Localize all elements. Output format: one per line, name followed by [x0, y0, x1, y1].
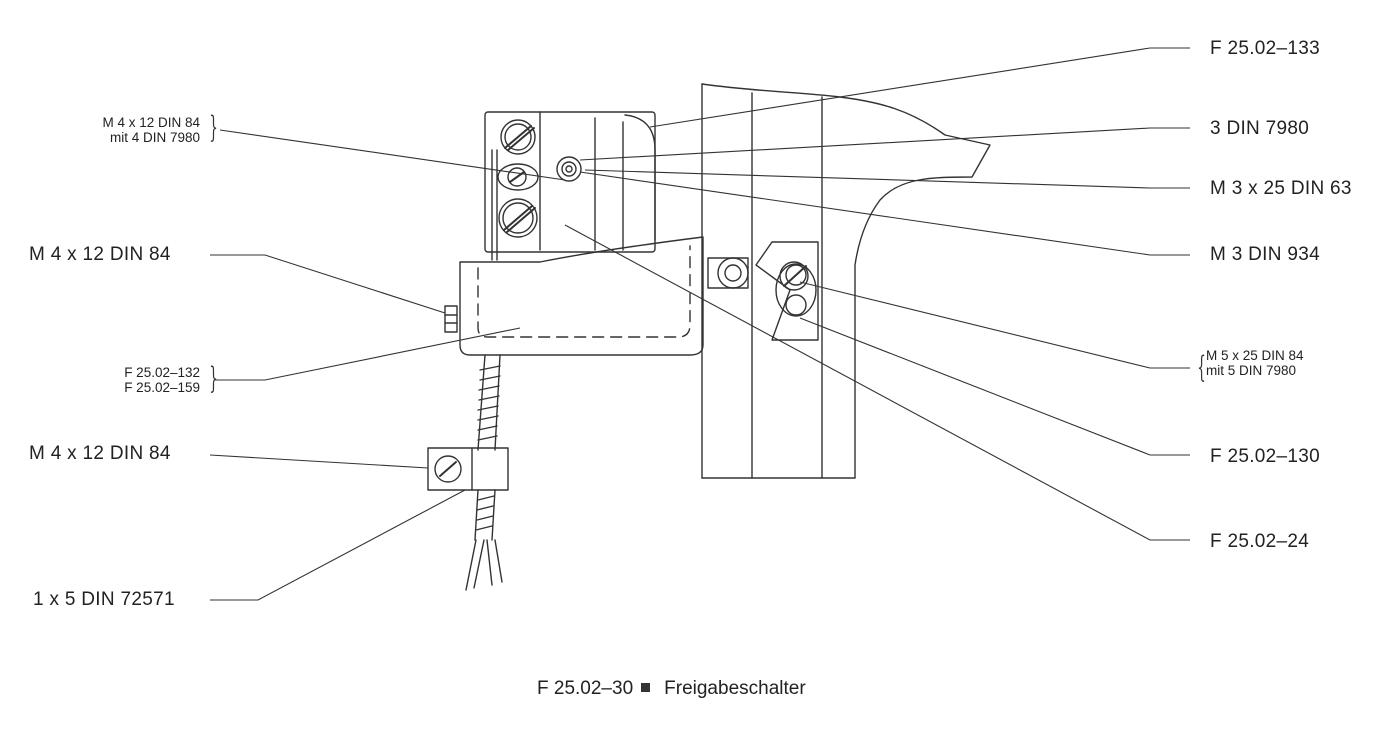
cable-clamp — [427, 447, 509, 491]
brace-right: { — [1197, 350, 1206, 385]
left-clip — [444, 305, 458, 333]
actuator-cover — [459, 236, 704, 356]
label-right-3: M 3 x 25 DIN 63 — [1210, 178, 1352, 199]
mounting-plate — [755, 241, 819, 341]
label-right-6: F 25.02–130 — [1210, 446, 1320, 467]
label-right-1: F 25.02–133 — [1210, 38, 1320, 59]
caption-title: Freigabeschalter — [664, 678, 806, 699]
caption-square-icon — [641, 683, 651, 692]
housing-screws — [497, 119, 539, 238]
small-screw — [556, 156, 582, 182]
roller — [707, 257, 749, 289]
label-left-part-1: F 25.02–132 — [124, 365, 200, 380]
label-left-part-2: F 25.02–159 — [124, 380, 200, 395]
label-top-left-2: mit 4 DIN 7980 — [109, 130, 200, 145]
caption-code: F 25.02–30 — [537, 678, 634, 699]
label-right-2: 3 DIN 7980 — [1210, 118, 1310, 139]
label-right-5b: mit 5 DIN 7980 — [1206, 363, 1297, 378]
cable — [465, 354, 503, 591]
switch-housing — [484, 111, 656, 261]
label-right-5a: M 5 x 25 DIN 84 — [1206, 348, 1304, 363]
label-right-4: M 3 DIN 934 — [1210, 244, 1320, 265]
label-left-bottom: 1 x 5 DIN 72571 — [33, 589, 175, 610]
label-top-left-1: M 4 x 12 DIN 84 — [102, 115, 200, 130]
label-left-mid: M 4 x 12 DIN 84 — [29, 244, 171, 265]
label-right-7: F 25.02–24 — [1210, 531, 1310, 552]
figure-caption: F 25.02–30 Freigabeschalter — [537, 678, 806, 700]
leader-lines — [209, 47, 1190, 601]
brace-left-part: } — [209, 361, 218, 396]
label-left-low: M 4 x 12 DIN 84 — [29, 443, 171, 464]
brace-top-left: } — [209, 110, 218, 145]
